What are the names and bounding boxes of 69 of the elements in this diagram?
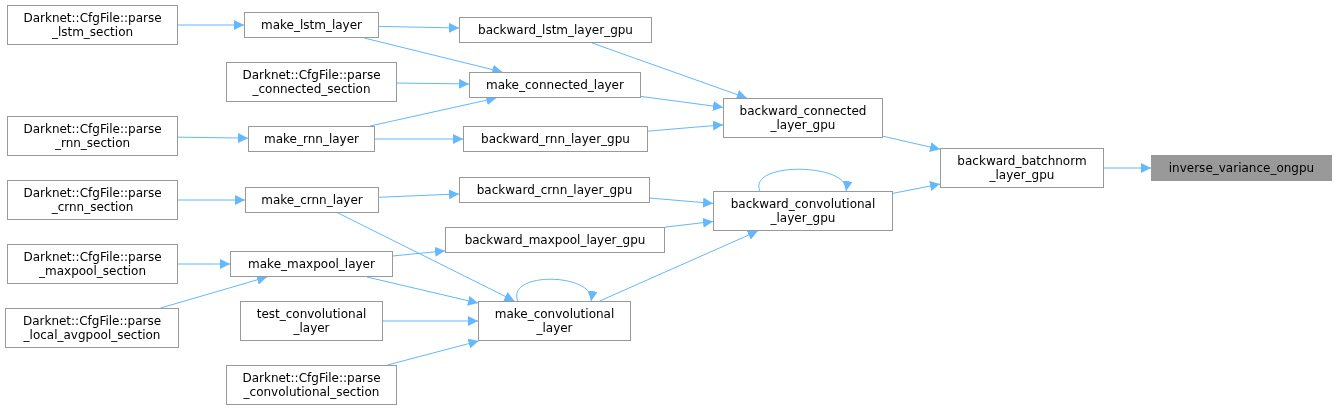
arrow	[177, 259, 231, 269]
function-name: backward_lstm_layer_gpu	[478, 23, 633, 37]
arrow	[382, 316, 479, 326]
function-name: make_lstm_layer	[260, 18, 362, 32]
arrow	[647, 120, 724, 132]
arrow	[649, 197, 714, 208]
function-name: Darknet::CfgFile::parse _local_avgpool_section	[21, 314, 163, 342]
function-box	[940, 148, 1104, 188]
function-name: make_maxpool_layer	[248, 257, 375, 271]
arrow	[160, 275, 268, 309]
function-name: backward_crnn_layer_gpu	[476, 183, 633, 197]
function-box	[1151, 155, 1332, 181]
function-name: Darknet::CfgFile::parse _connected_section	[241, 68, 382, 96]
function-name: Darknet::CfgFile::parse _rnn_section	[22, 122, 163, 150]
function-name: Darknet::CfgFile::parse _crnn_section	[22, 186, 163, 214]
function-name: make_rnn_layer	[264, 132, 359, 146]
function-box	[713, 191, 893, 231]
arrow	[1103, 163, 1152, 173]
arrow	[516, 278, 595, 302]
arrow	[366, 276, 479, 306]
function-name: backward_convolutional _layer_gpu	[729, 197, 877, 225]
function-name: Darknet::CfgFile::parse _convolutional_section	[241, 371, 382, 399]
function-name: Darknet::CfgFile::parse _lstm_section	[22, 11, 163, 39]
function-box	[7, 116, 178, 156]
function-box	[463, 126, 648, 152]
function-box	[7, 5, 178, 45]
function-box	[7, 244, 178, 284]
function-box	[248, 126, 375, 152]
arrow	[640, 95, 724, 111]
arrow	[599, 230, 759, 302]
function-name: make_crnn_layer	[261, 193, 363, 207]
arrow	[758, 168, 850, 192]
arrow	[386, 338, 480, 366]
function-box	[478, 301, 631, 341]
function-box	[240, 301, 383, 341]
function-name: backward_maxpool_layer_gpu	[464, 233, 646, 247]
arrow	[177, 133, 249, 143]
function-box	[226, 62, 397, 102]
arrow	[177, 20, 245, 30]
function-box	[226, 365, 397, 405]
function-box	[459, 177, 650, 203]
arrow	[177, 195, 246, 205]
arrow	[378, 22, 460, 33]
arrow	[378, 189, 460, 200]
arrow	[591, 42, 748, 100]
function-name: test_convolutional _layer	[255, 307, 368, 335]
function-box	[230, 251, 393, 277]
function-name: Darknet::CfgFile::parse _maxpool_section	[22, 250, 163, 278]
function-box	[245, 187, 379, 213]
function-name: make_connected_layer	[486, 78, 624, 92]
arrow	[337, 212, 515, 302]
function-box	[7, 180, 178, 220]
function-name: inverse_variance_ongpu	[1168, 161, 1315, 175]
function-name: backward_connected _layer_gpu	[738, 104, 868, 132]
arrow	[892, 181, 941, 194]
function-name: backward_rnn_layer_gpu	[481, 132, 630, 146]
arrow	[882, 135, 941, 152]
arrow	[664, 217, 714, 228]
function-name: make_convolutional _layer	[493, 307, 616, 335]
arrow	[392, 246, 446, 257]
function-box	[469, 72, 641, 98]
function-name: backward_batchnorm _layer_gpu	[956, 154, 1088, 182]
arrow	[374, 134, 464, 144]
function-box	[445, 227, 665, 253]
function-box	[459, 17, 652, 43]
function-box	[244, 12, 379, 38]
function-box	[723, 98, 883, 138]
arrow	[396, 78, 470, 89]
function-box	[5, 308, 179, 348]
